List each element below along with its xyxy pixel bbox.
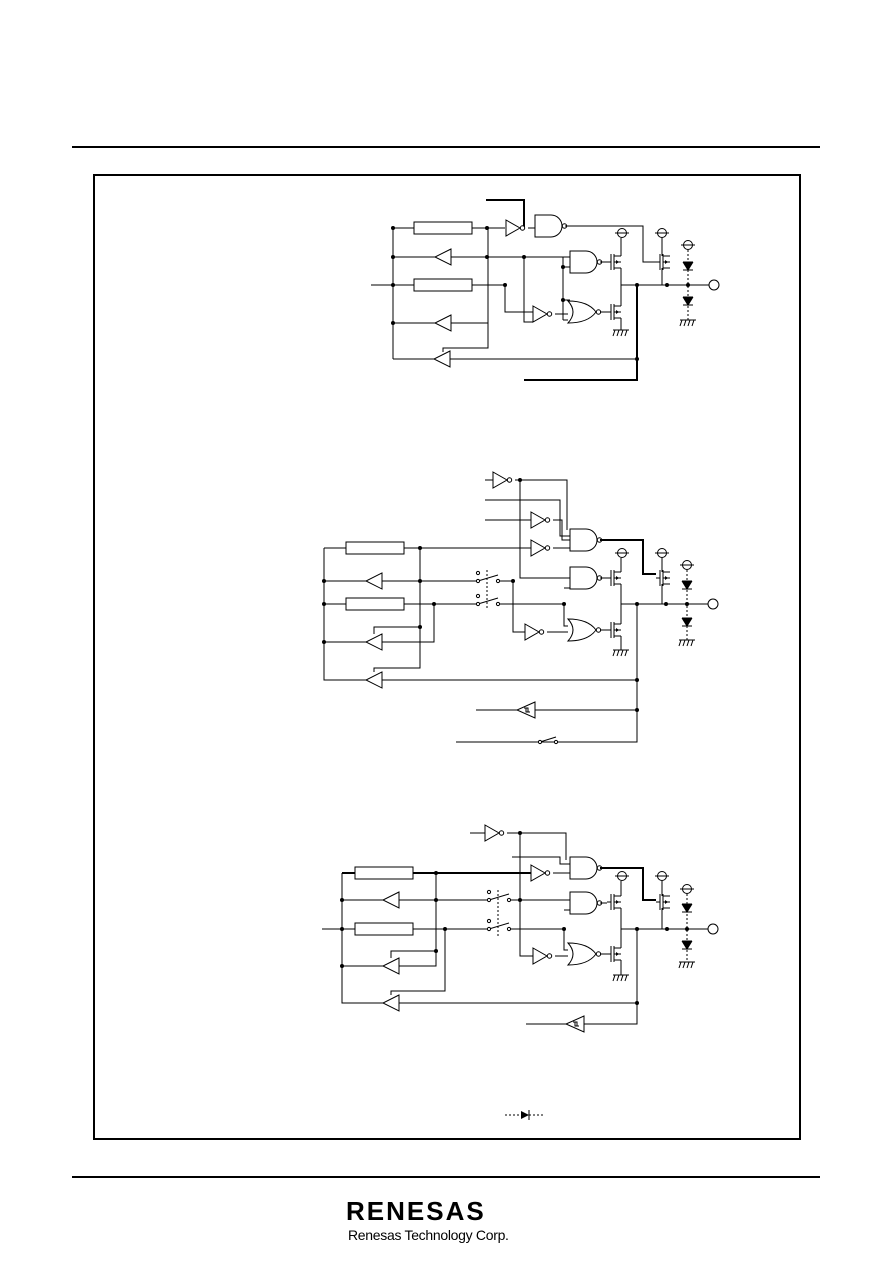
ground-4	[678, 639, 696, 647]
pmos-4	[655, 569, 671, 587]
diode-1	[682, 261, 694, 271]
and-gate-1	[534, 214, 568, 238]
vcc-7	[614, 871, 630, 881]
schmitt-buffer-2	[565, 1015, 585, 1033]
diode-6	[681, 940, 693, 950]
nor-gate-2	[567, 618, 602, 642]
diode-2	[682, 296, 694, 306]
circuit-middle	[322, 471, 718, 744]
pmos-1	[606, 253, 622, 271]
header-rule	[72, 146, 820, 148]
buffer-left-6	[365, 671, 383, 689]
buffer-left-1	[434, 248, 452, 266]
inverter-9	[532, 947, 553, 965]
vcc-8	[654, 871, 670, 881]
nmos-3	[606, 945, 622, 963]
pmos-3	[606, 569, 622, 587]
buffer-left-2	[434, 314, 452, 332]
resistor-3	[346, 542, 404, 554]
schmitt-buffer-1	[516, 701, 536, 719]
legend-diode-symbol	[505, 1110, 543, 1120]
ground-5	[612, 974, 630, 982]
ground-2	[679, 319, 697, 327]
and-gate-4	[569, 566, 603, 590]
output-pin-2	[708, 599, 718, 609]
ground-1	[612, 329, 630, 337]
inverter-3	[492, 471, 513, 489]
company-name: Renesas Technology Corp.	[348, 1227, 509, 1243]
resistor-5	[355, 867, 413, 879]
inverter-2	[532, 305, 553, 323]
renesas-logo: RENESAS Renesas Technology Corp.	[346, 1196, 546, 1248]
resistor-6	[355, 923, 413, 935]
buffer-left-3	[433, 350, 451, 368]
logo-wordmark: RENESAS	[346, 1196, 486, 1226]
diode-3	[681, 580, 693, 590]
resistor-4	[346, 598, 404, 610]
resistor-1	[414, 222, 472, 234]
circuit-top	[371, 200, 719, 380]
and-gate-3	[569, 528, 603, 552]
and-gate-2	[569, 250, 603, 274]
nor-gate-3	[567, 942, 602, 966]
buffer-left-9	[382, 994, 400, 1012]
pmos-5	[606, 893, 622, 911]
output-pin-1	[709, 280, 719, 290]
ground-3	[612, 649, 630, 657]
nor-gate-1	[567, 300, 602, 324]
nmos-1	[606, 303, 622, 321]
vcc-9	[679, 884, 695, 894]
resistor-2	[414, 279, 472, 291]
buffer-left-5	[365, 633, 383, 651]
inverter-8	[530, 864, 551, 882]
inverter-4	[530, 511, 551, 529]
pmos-2	[655, 253, 671, 271]
circuit-bottom	[322, 824, 718, 1033]
ground-6	[678, 961, 696, 969]
buffer-left-4	[365, 572, 383, 590]
inverter-6	[524, 623, 545, 641]
vcc-6	[679, 560, 695, 570]
vcc-1	[614, 228, 630, 238]
inverter-7	[484, 824, 505, 842]
output-pin-3	[708, 924, 718, 934]
inverter-5	[530, 539, 551, 557]
diode-5	[681, 903, 693, 913]
vcc-4	[614, 548, 630, 558]
pmos-6	[655, 893, 671, 911]
and-gate-6	[569, 891, 603, 915]
figure-frame	[93, 174, 801, 1140]
buffer-left-8	[382, 957, 400, 975]
and-gate-5	[569, 856, 603, 880]
footer-rule	[72, 1176, 820, 1178]
vcc-2	[654, 228, 670, 238]
vcc-5	[654, 548, 670, 558]
vcc-3	[680, 240, 696, 250]
inverter-1	[505, 219, 526, 237]
buffer-left-7	[382, 891, 400, 909]
diode-4	[681, 617, 693, 627]
nmos-2	[606, 621, 622, 639]
